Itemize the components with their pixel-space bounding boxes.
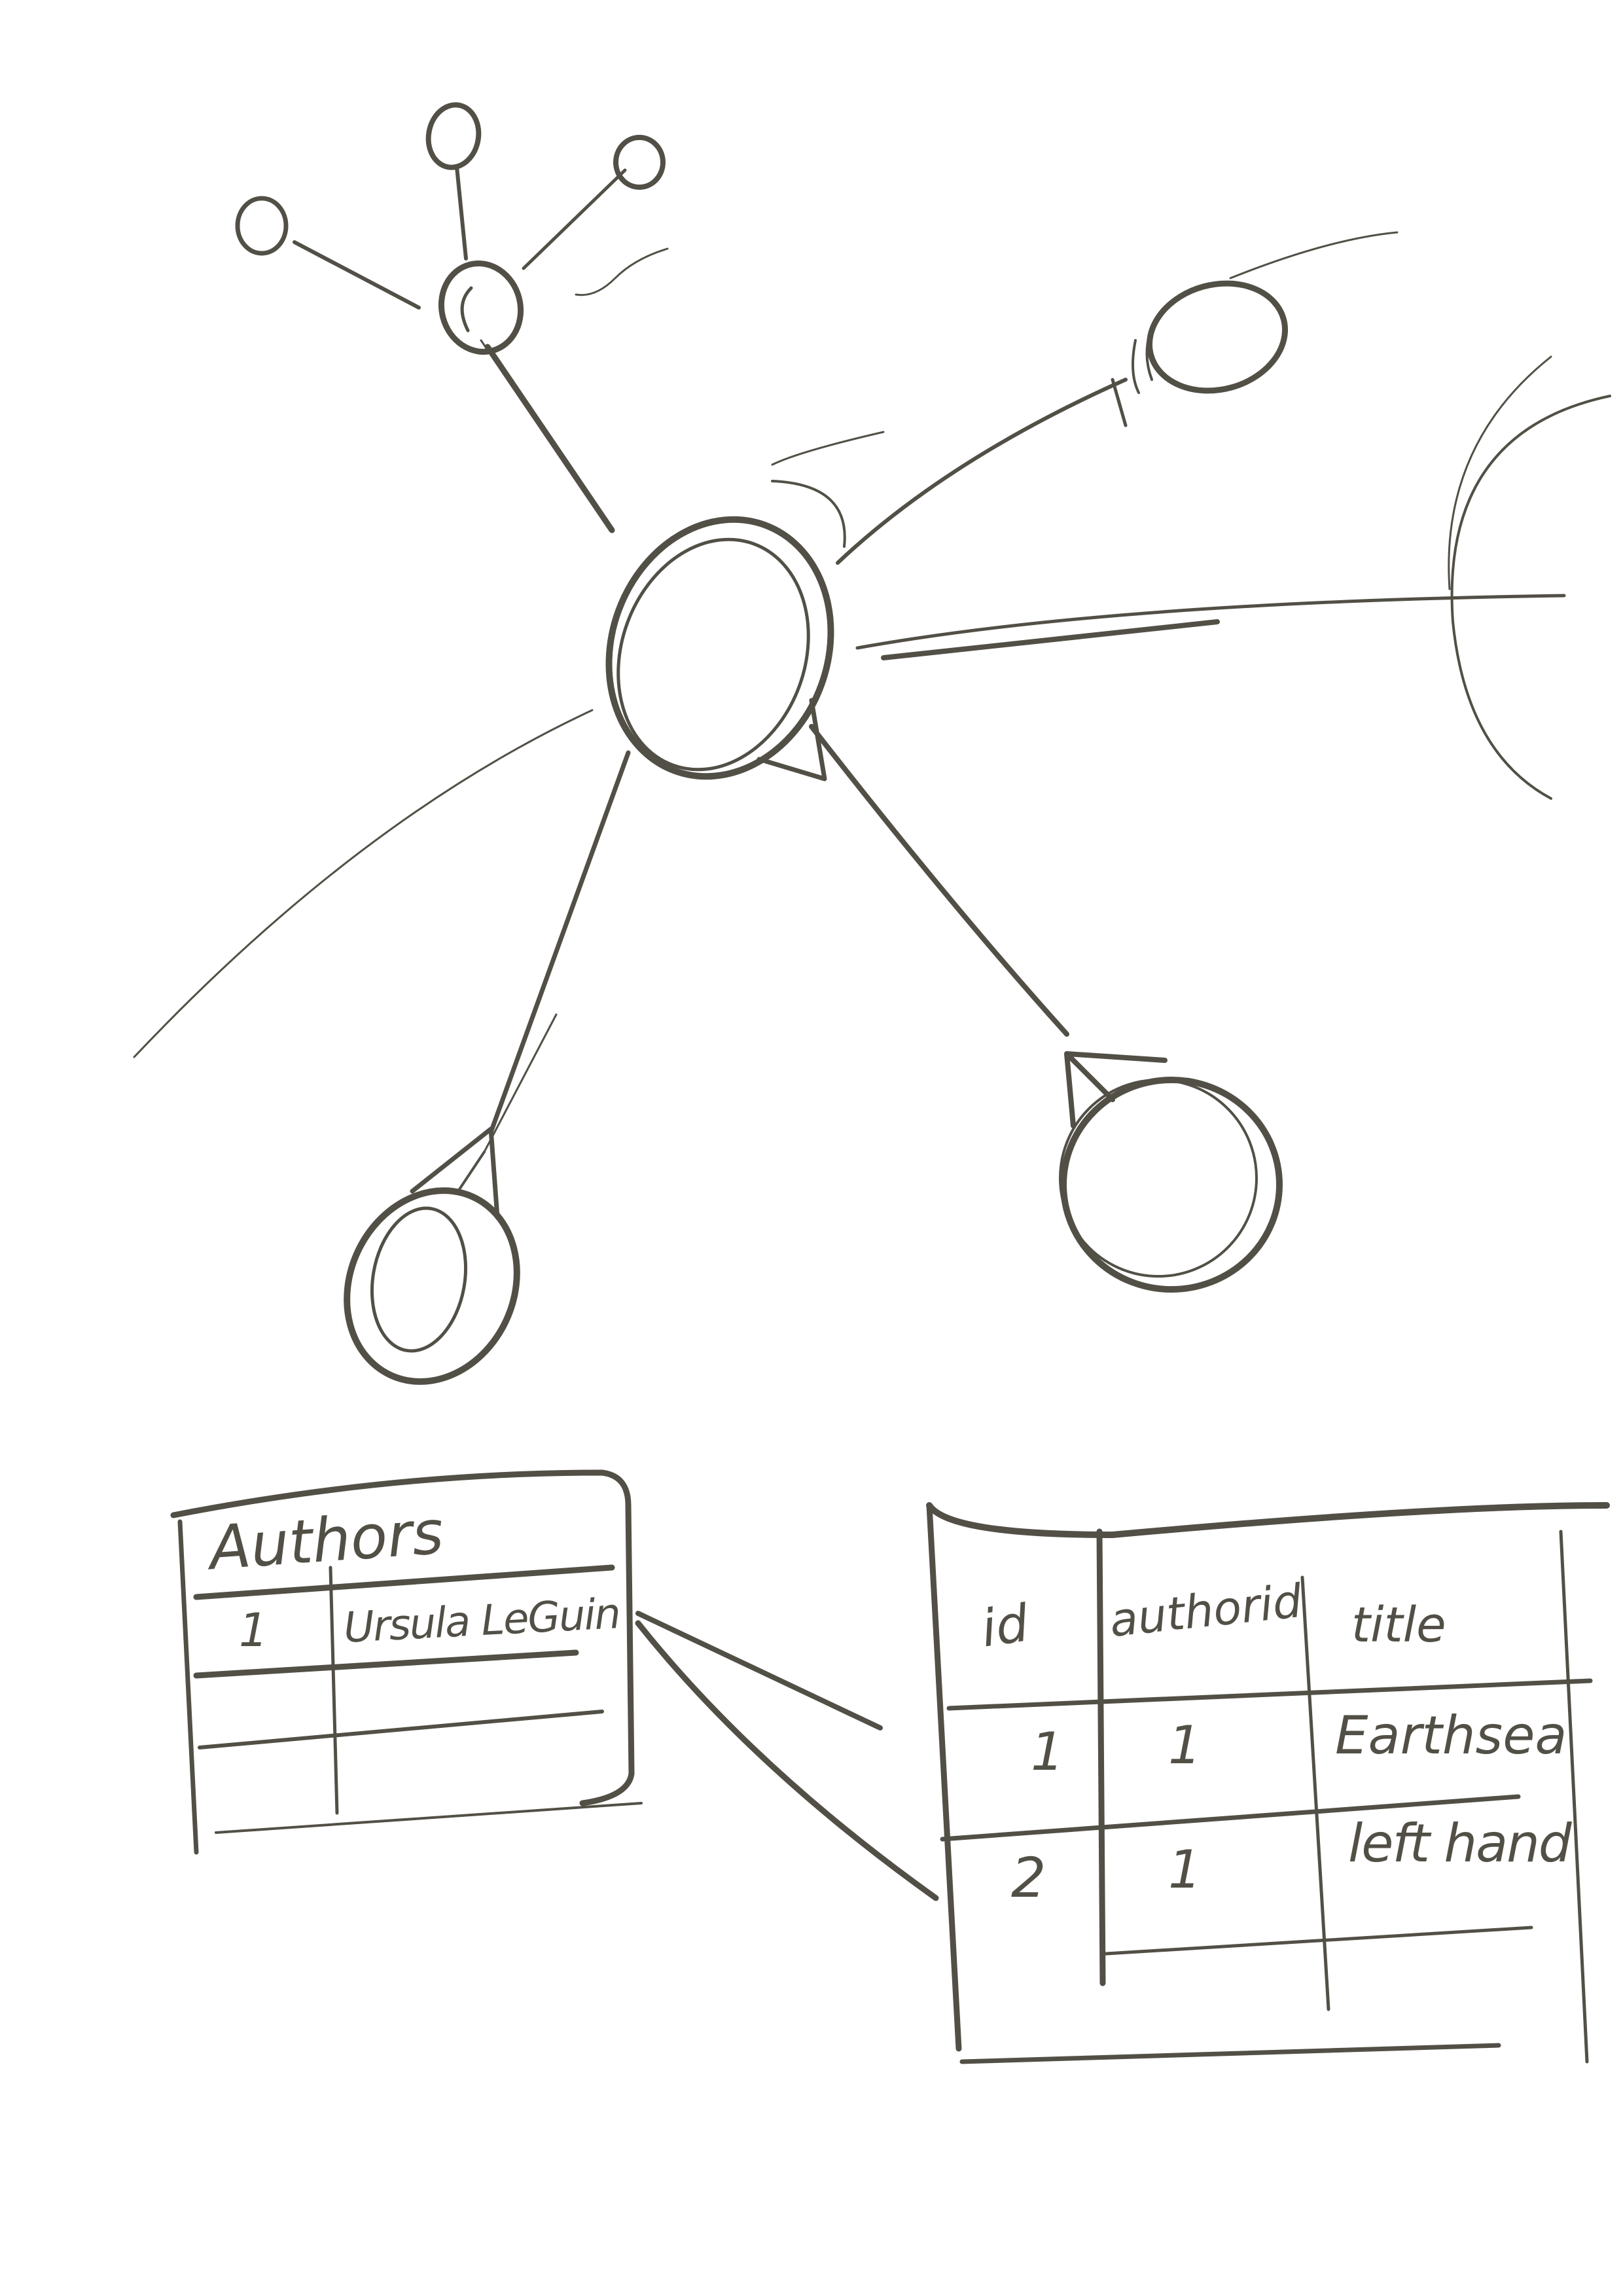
books-row2-authorid: 1 (1168, 1839, 1202, 1900)
leaf-top-node (425, 102, 482, 260)
edge-center-right-thick (881, 619, 1220, 660)
crowfoot-center (757, 698, 827, 781)
authors-table (170, 1469, 643, 1855)
edge-center-bottomright (809, 724, 1069, 1037)
node-bottom-right (1059, 1051, 1283, 1293)
relation-authors-books-upper (635, 1611, 883, 1731)
books-table (926, 1502, 1610, 2064)
books-row1-authorid: 1 (1168, 1715, 1202, 1776)
books-header-id: id (978, 1594, 1033, 1659)
edge-center-far-left (133, 709, 594, 1058)
leaf-top-right-node (522, 135, 666, 270)
hub-small-node (438, 260, 524, 355)
edge-center-topright (836, 378, 1128, 565)
edge-center-right (855, 594, 1566, 650)
edge-center-bottomleft (488, 750, 631, 1135)
books-row2-title: left hand (1348, 1813, 1572, 1874)
relation-authors-books-lower (635, 1620, 939, 1901)
leaf-left-node (235, 196, 421, 310)
edge-hub-center-shadow (480, 339, 607, 525)
sketch-stroke (575, 247, 669, 296)
node-top-right (1111, 231, 1399, 427)
center-node (605, 431, 885, 780)
books-header-title: title (1351, 1597, 1446, 1653)
books-row2-id: 2 (1011, 1846, 1046, 1910)
node-right-partial (1448, 355, 1611, 800)
books-row1-id: 1 (1031, 1721, 1064, 1782)
authors-cell-id: 1 (239, 1604, 268, 1657)
node-bottom-left (344, 1126, 520, 1385)
books-row1-title: Earthsea (1335, 1705, 1567, 1766)
edge-hub-center (484, 344, 615, 533)
edge-center-bottomleft-thin (483, 1013, 558, 1153)
